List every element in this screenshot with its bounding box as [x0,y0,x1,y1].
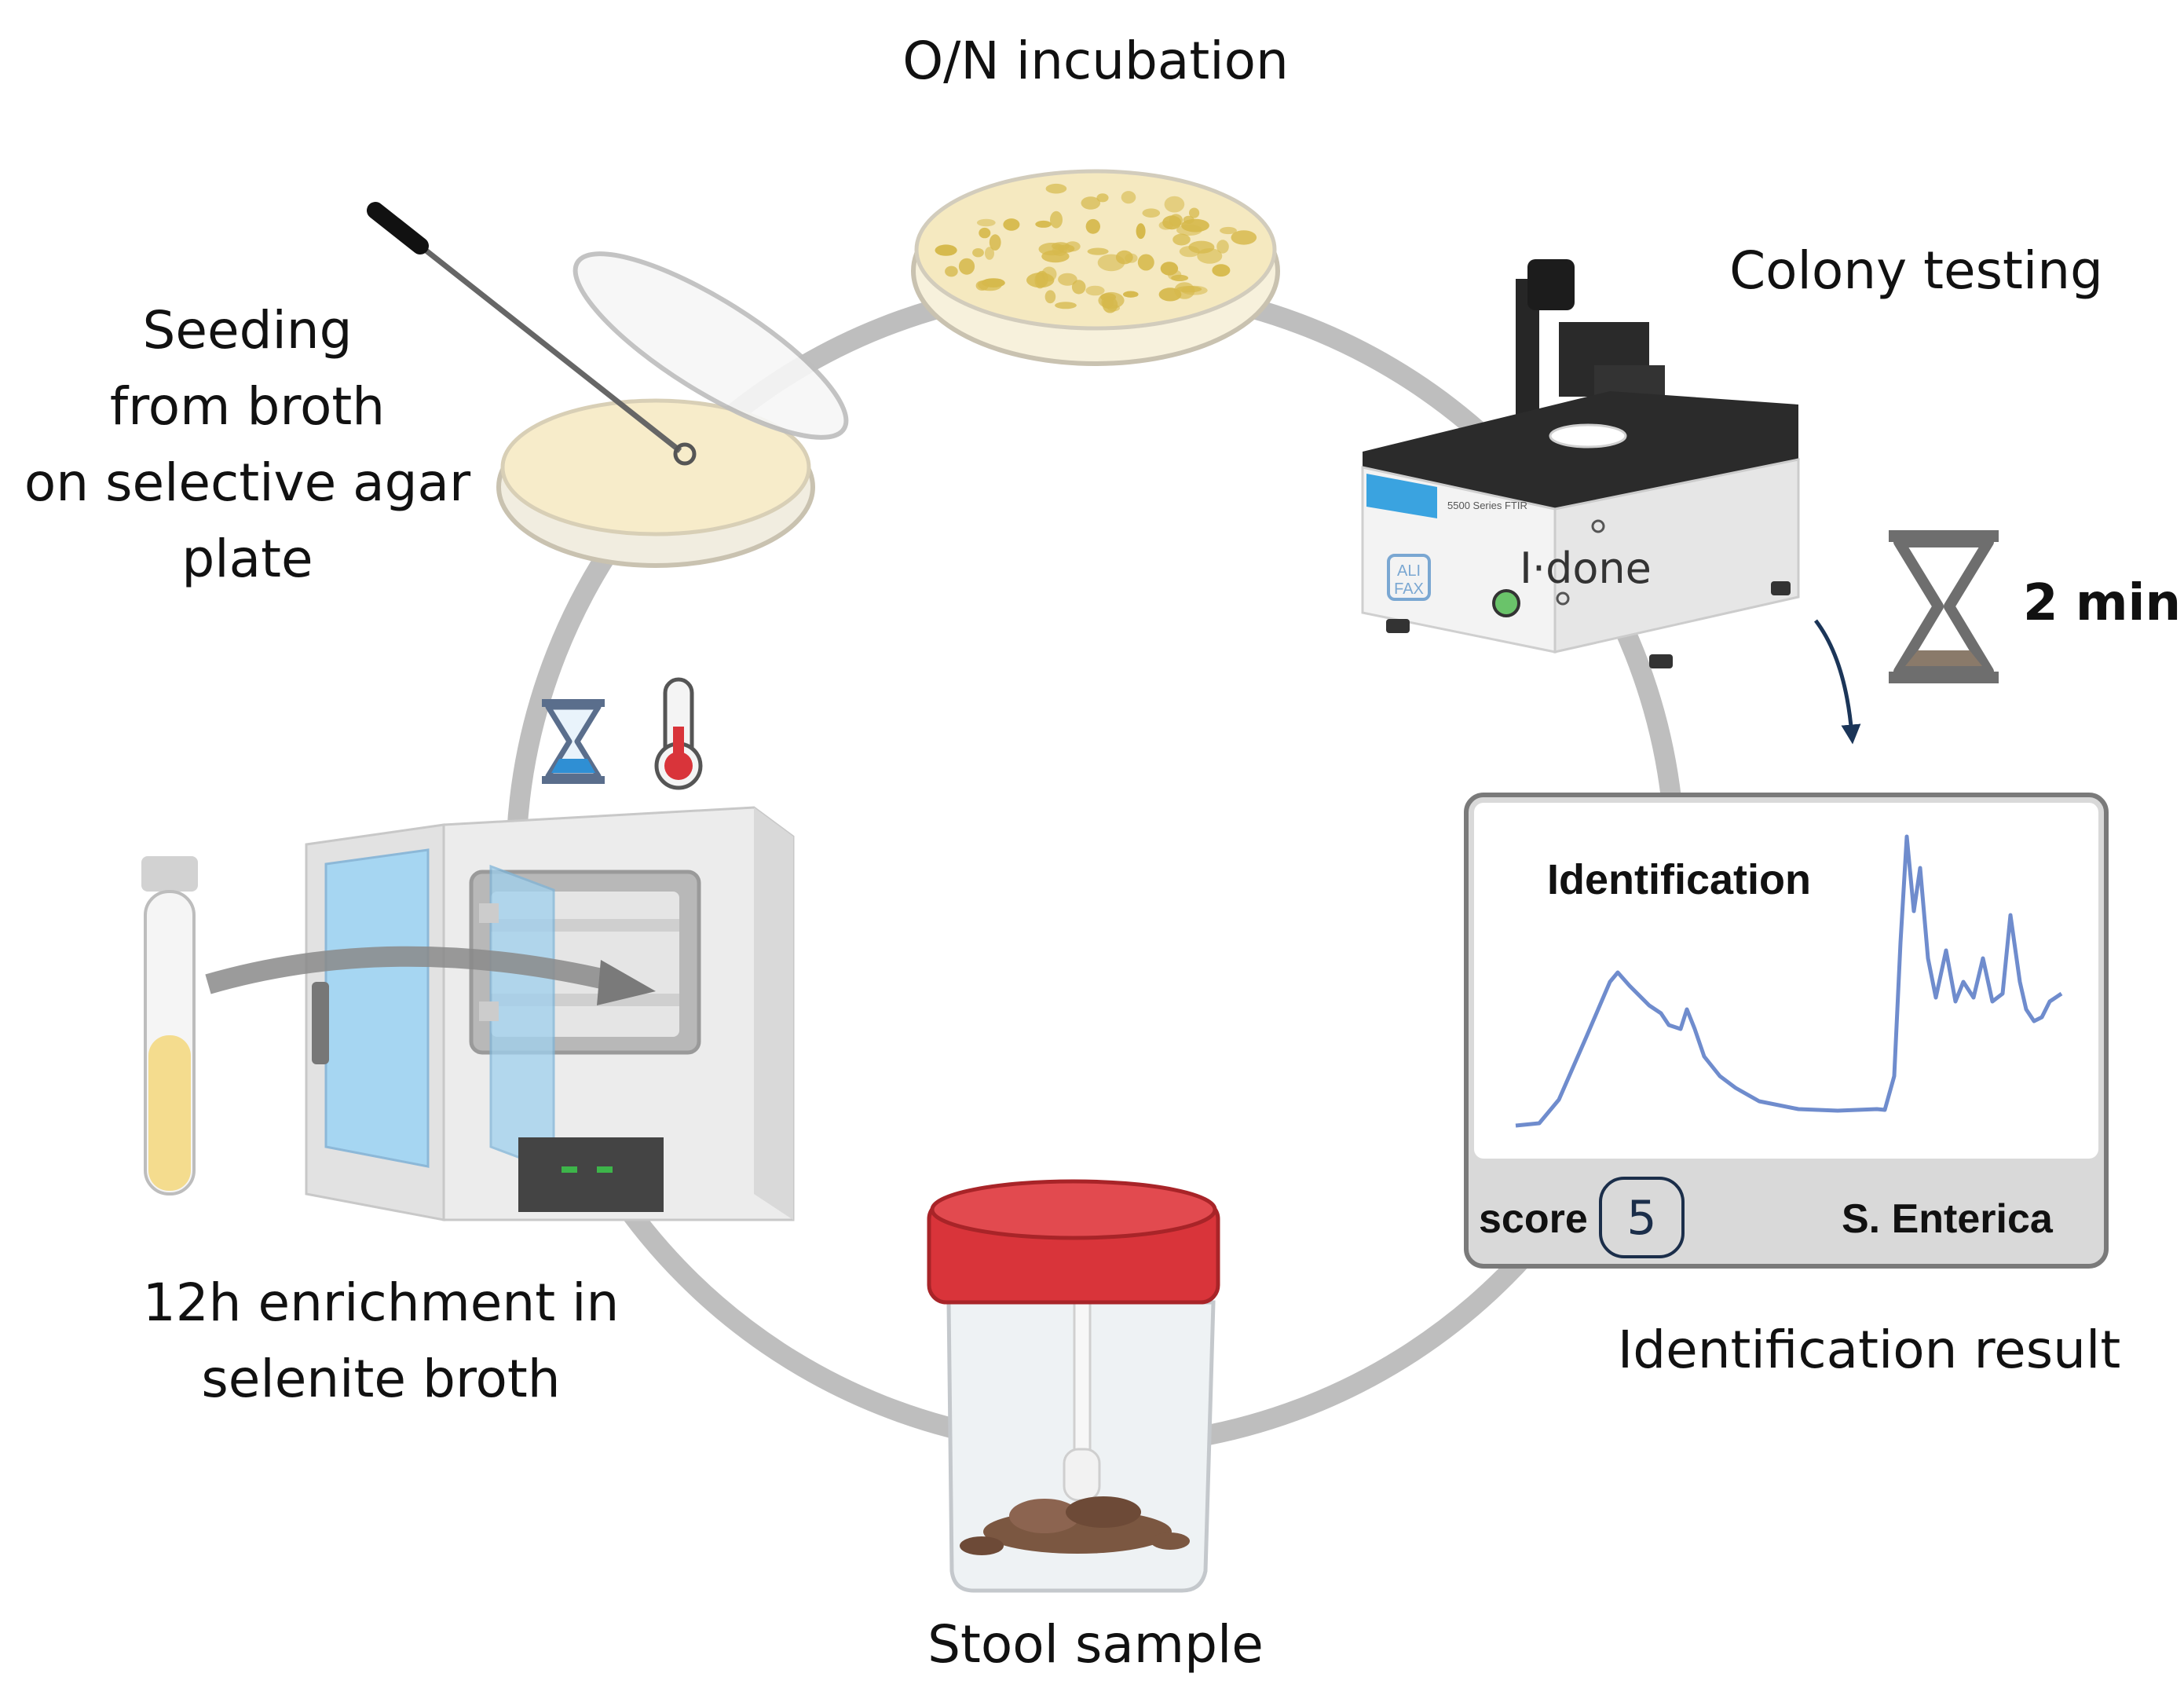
timer-label: 2 min [2023,574,2181,632]
seeding-line-3: on selective agar [24,452,471,513]
seeding-line-1: Seeding [142,300,353,361]
colony-dot [1085,218,1101,234]
colony-dot [985,247,994,260]
instrument-brand: I·done [1520,544,1652,593]
colony-dot [958,258,975,275]
colony-dot [945,265,958,277]
inoculation-loop [381,214,682,453]
colony-dot [1050,211,1063,229]
colony-dot [1197,248,1223,264]
step-label-enrichment: 12h enrichment in selenite broth [102,1265,660,1417]
score-badge [1599,1177,1685,1258]
step-label-colony-testing: Colony testing [1729,240,2103,301]
colony-dot [1045,183,1067,194]
colony-dot [1142,208,1161,218]
transfer-arrow [205,946,611,994]
colony-dot [975,280,989,291]
colony-dot [1189,207,1200,218]
result-arrow [1814,619,1861,745]
enrichment-line-1: 12h enrichment in [142,1272,620,1333]
step-label-seeding: Seeding from broth on selective agar pla… [16,292,479,597]
colony-dot [1081,196,1101,210]
result-title: Identification [1547,856,1811,903]
seeding-line-2: from broth [109,376,386,437]
colony-dot [1172,233,1191,246]
instrument-model: 5500 Series FTIR [1447,500,1527,511]
stool-container [927,1179,1220,1593]
colony-dot [1087,247,1109,255]
score-label: score [1479,1196,1588,1242]
colony-dot [1123,291,1139,298]
colony-dot [1055,302,1077,309]
step-label-stool: Stool sample [927,1614,1264,1675]
hourglass-icon [1889,530,1999,683]
colony-dot [972,248,984,258]
colony-dot [1071,280,1086,295]
colony-dot [1096,193,1109,203]
power-button-icon [1492,589,1520,617]
result-panel [1464,793,2109,1269]
colony-dot [1044,290,1056,304]
colony-dot [1183,215,1194,224]
colony-dot [1158,221,1173,230]
colony-dot [935,244,957,256]
spectrum-line [1515,834,2063,1128]
incubated-plate [911,169,1280,366]
score-value: 5 [1626,1191,1657,1246]
seeding-line-4: plate [181,529,313,589]
colony-dot [1085,285,1105,296]
enrichment-line-2: selenite broth [201,1349,561,1409]
step-label-incubation: O/N incubation [902,31,1289,91]
bacterial-colonies [935,183,1257,313]
colony-dot [1137,254,1154,271]
instrument-logo-line-1: ALI [1397,562,1421,580]
colony-dot [1176,224,1202,236]
colony-dot [1026,273,1055,288]
incubator [305,806,795,1221]
colony-dot [1003,218,1020,231]
colony-dot [1216,240,1229,254]
ftir-instrument: ALI FAX 5500 Series FTIR I·done [1361,259,1800,668]
colony-dot [1041,250,1070,263]
colony-dot [1098,291,1125,309]
colony-dot [976,218,996,227]
organism-label: S. Enterica [1842,1196,2053,1242]
test-tube [141,856,198,1196]
colony-dot [1220,226,1237,235]
colony-dot [989,234,1001,251]
colony-dot [979,227,991,239]
colony-dot [1052,242,1070,251]
colony-dot [1212,264,1231,277]
colony-dot [1231,230,1257,245]
colony-dot [1174,282,1195,299]
colony-dot [1164,196,1185,213]
colony-dot [1136,223,1146,240]
step-label-result: Identification result [1617,1320,2121,1380]
small-hourglass-icon [542,699,605,784]
colony-dot [1035,220,1052,228]
colony-dot [1058,273,1077,286]
colony-dot [1125,253,1138,263]
colony-dot [1160,262,1179,276]
seeding-plate [367,202,849,568]
colony-dot [1121,191,1136,204]
thermometer-icon [654,677,703,790]
instrument-logo-line-2: FAX [1394,580,1424,598]
